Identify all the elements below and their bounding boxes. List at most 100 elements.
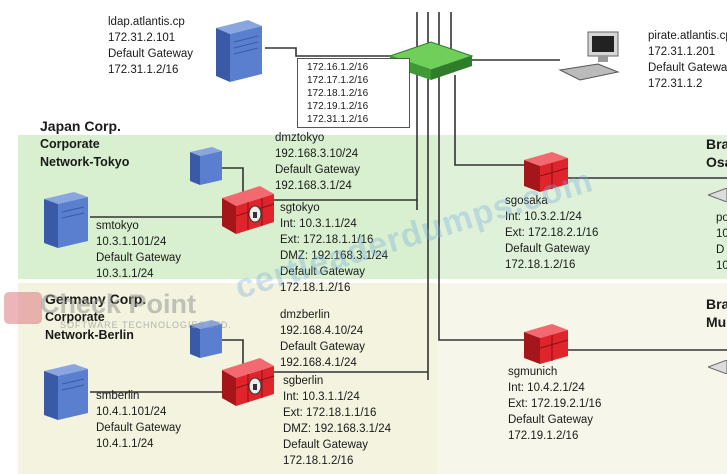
checkpoint-logo-icon [4,292,42,324]
sgosaka-int: Int: 10.3.2.1/24 [505,211,582,223]
dmztokyo-gateway: 192.168.3.1/24 [275,180,352,192]
ldap-label: ldap.atlantis.cp 172.31.2.101 Default Ga… [108,14,193,78]
osaka-host-line-3: D [716,244,725,256]
sgtokyo-ext: Ext: 172.18.1.1/16 [280,234,374,246]
sgberlin-hostname: sgberlin [283,375,324,387]
sgberlin-ext: Ext: 172.18.1.1/16 [283,407,377,419]
dmzberlin-label: dmzberlin 192.168.4.10/24 Default Gatewa… [280,307,365,371]
dmzberlin-ip: 192.168.4.10/24 [280,325,364,337]
sgtokyo-int: Int: 10.3.1.1/24 [280,218,357,230]
route-entry: 172.16.1.2/16 [307,62,369,73]
japan-subtitle-1: Corporate [40,137,100,151]
sgberlin-label: sgberlin Int: 10.3.1.1/24 Ext: 172.18.1.… [283,373,391,469]
sgmunich-gateway: 172.19.1.2/16 [508,430,579,442]
japan-subtitle-2: Network-Tokyo [40,155,130,169]
sgberlin-gateway-label: Default Gateway [283,439,369,451]
workstation-icon [558,31,620,81]
sgmunich-ext: Ext: 172.19.2.1/16 [508,398,602,410]
munich-branch-title-2: Mu [706,314,727,330]
germany-zone-title: Germany Corp. Corporate Network-Berlin [45,290,146,344]
smtokyo-gateway: 10.3.1.1/24 [96,268,154,280]
smtokyo-gateway-label: Default Gateway [96,252,182,264]
pirate-label: pirate.atlantis.cp 172.31.1.201 Default … [648,28,727,92]
smtokyo-label: smtokyo 10.3.1.101/24 Default Gateway 10… [96,218,181,282]
dmzberlin-gateway: 192.168.4.1/24 [280,357,357,369]
smberlin-label: smberlin 10.4.1.101/24 Default Gateway 1… [96,388,181,452]
dmzberlin-gateway-label: Default Gateway [280,341,366,353]
osaka-host-line-1: po [716,212,727,224]
munich-host-icon [708,360,727,374]
dmztokyo-label: dmztokyo 192.168.3.10/24 Default Gateway… [275,130,360,194]
route-entry: 172.17.1.2/16 [307,75,369,86]
ldap-ip: 172.31.2.101 [108,32,176,44]
dmztokyo-gateway-label: Default Gateway [275,164,361,176]
router-icon [388,41,474,80]
pirate-ip: 172.31.1.201 [648,46,716,58]
smberlin-gateway: 10.4.1.1/24 [96,438,154,450]
sgosaka-label: sgosaka Int: 10.3.2.1/24 Ext: 172.18.2.1… [505,193,598,273]
osaka-host-line-2: 10 [716,228,727,240]
germany-subtitle-1: Corporate [45,310,105,324]
link-dmzberlin-sgberlin [222,339,244,368]
dmztokyo-hostname: dmztokyo [275,132,325,144]
sgosaka-gateway-label: Default Gateway [505,243,591,255]
osaka-branch-title-2: Osa [706,154,727,170]
dmzberlin-server-icon [190,320,222,358]
pirate-hostname: pirate.atlantis.cp [648,30,727,42]
sgberlin-firewall-icon [222,358,275,406]
osaka-branch-title: Bra Osa [706,135,727,171]
sgberlin-int: Int: 10.3.1.1/24 [283,391,360,403]
route-entry: 172.31.1.2/16 [307,114,369,125]
router-route-table: 172.16.1.2/16 172.17.1.2/16 172.18.1.2/1… [297,58,410,128]
sgosaka-ext: Ext: 172.18.2.1/16 [505,227,599,239]
link-router-sgosaka [454,75,525,166]
sgtokyo-hostname: sgtokyo [280,202,320,214]
route-entry: 172.18.1.2/16 [307,88,369,99]
sgosaka-gateway: 172.18.1.2/16 [505,259,576,271]
smtokyo-hostname: smtokyo [96,220,139,232]
munich-network-zone [437,283,727,474]
smtokyo-server-icon [44,192,88,248]
smberlin-gateway-label: Default Gateway [96,422,182,434]
munich-branch-title: Bra Mu [706,295,727,331]
sgtokyo-label: sgtokyo Int: 10.3.1.1/24 Ext: 172.18.1.1… [280,200,388,296]
sgmunich-label: sgmunich Int: 10.4.2.1/24 Ext: 172.19.2.… [508,364,601,444]
osaka-branch-title-1: Bra [706,136,727,152]
sgtokyo-gateway-label: Default Gateway [280,266,366,278]
link-dmztokyo-sgtokyo [222,167,244,198]
pirate-gateway: 172.31.1.2 [648,78,703,90]
sgtokyo-dmz: DMZ: 192.168.3.1/24 [280,250,389,262]
sgosaka-hostname: sgosaka [505,195,548,207]
sgmunich-int: Int: 10.4.2.1/24 [508,382,585,394]
sgtokyo-gateway: 172.18.1.2/16 [280,282,351,294]
smberlin-hostname: smberlin [96,390,140,402]
link-router-sgmunich [438,75,525,341]
germany-subtitle-2: Network-Berlin [45,328,134,342]
ldap-gateway-label: Default Gateway [108,48,194,60]
sgmunich-hostname: sgmunich [508,366,558,378]
osaka-host-line-4: 10 [716,260,727,272]
ldap-hostname: ldap.atlantis.cp [108,16,185,28]
osaka-host-icon [708,188,727,202]
checkpoint-logo-subtext: SOFTWARE TECHNOLOGIES LTD. [60,320,232,330]
japan-title: Japan Corp. [40,118,121,134]
sgmunich-gateway-label: Default Gateway [508,414,594,426]
dmztokyo-server-icon [190,147,222,185]
osaka-host-label: po 10 D 10 [716,210,727,274]
checkpoint-logo-text: Check Point [40,289,197,319]
ldap-gateway: 172.31.1.2/16 [108,64,179,76]
osaka-network-zone [437,135,727,279]
ldap-server-icon [216,20,262,82]
route-entry: 172.19.1.2/16 [307,101,369,112]
dmztokyo-ip: 192.168.3.10/24 [275,148,359,160]
dmzberlin-hostname: dmzberlin [280,309,330,321]
germany-title: Germany Corp. [45,291,147,307]
link-ldap-router [265,47,400,57]
pirate-gateway-label: Default Gateway [648,62,727,74]
sgberlin-dmz: DMZ: 192.168.3.1/24 [283,423,392,435]
sgmunich-firewall-icon [524,324,569,364]
smtokyo-ip: 10.3.1.101/24 [96,236,167,248]
sgtokyo-firewall-icon [222,186,275,234]
munich-branch-title-1: Bra [706,296,727,312]
